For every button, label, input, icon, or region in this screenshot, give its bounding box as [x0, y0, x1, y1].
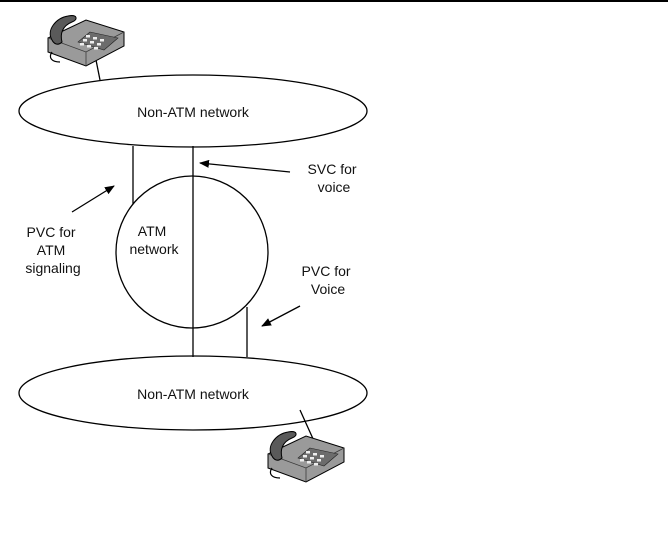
- atm-network-label-line-2: network: [129, 241, 179, 257]
- atm-network-label-line-1: ATM: [138, 223, 167, 239]
- phone-bottom-link: [299, 409, 315, 442]
- svc-voice-label: SVC for voice: [308, 161, 361, 195]
- pvc-voice-arrow: [261, 305, 301, 327]
- atm-network-label: ATM network: [129, 223, 179, 257]
- bottom-network-label: Non-ATM network: [137, 386, 250, 402]
- pvc-signaling-label-line-2: ATM: [37, 242, 66, 258]
- pvc-voice-label-line-2: Voice: [311, 281, 345, 297]
- svc-voice-arrow: [199, 159, 291, 173]
- pvc-signaling-label-line-3: signaling: [25, 260, 80, 276]
- pvc-voice-label: PVC for Voice: [302, 263, 355, 297]
- top-non-atm-network: [18, 74, 368, 148]
- phone-top-link: [95, 59, 101, 81]
- svc-voice-label-line-2: voice: [318, 179, 351, 195]
- pvc-signaling-label: PVC for ATM signaling: [25, 224, 80, 276]
- pvc-voice-label-line-1: PVC for: [302, 263, 351, 279]
- bottom-non-atm-network: [18, 355, 368, 431]
- telephone-icon: [267, 431, 345, 483]
- top-network-label: Non-ATM network: [137, 104, 250, 120]
- pvc-signaling-arrow: [71, 185, 115, 213]
- atm-network-cloud: [115, 175, 269, 329]
- top-border: [0, 0, 668, 2]
- telephone-icon: [47, 15, 125, 67]
- svc-voice-label-line-1: SVC for: [308, 161, 357, 177]
- pvc-signaling-label-line-1: PVC for: [27, 224, 76, 240]
